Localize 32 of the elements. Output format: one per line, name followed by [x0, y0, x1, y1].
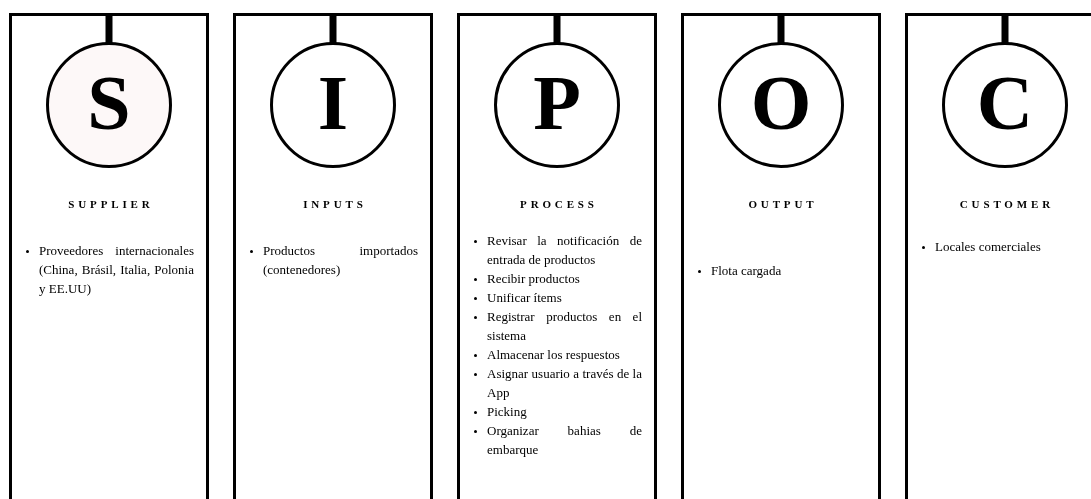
circle-letter: P — [533, 64, 581, 142]
bullet-item: Revisar la notificación de entrada de productos — [487, 232, 642, 269]
circle-letter: S — [87, 64, 131, 142]
bullet-item: Picking — [487, 403, 527, 421]
bullet-item: Flota cargada — [711, 262, 782, 280]
connector-stem — [777, 15, 785, 44]
bullet-item: Registrar productos en el sistema — [487, 308, 642, 345]
bullet-item: Unificar ítems — [487, 289, 562, 307]
connector-stem — [105, 15, 113, 44]
bullet-item: Almacenar los respuestos — [487, 346, 620, 364]
column-panel — [233, 13, 433, 499]
column-heading: PROCESS — [519, 197, 598, 212]
bullet-item: Organizar bahias de embarque — [487, 422, 642, 459]
column-heading: CUSTOMER — [958, 197, 1054, 212]
circle-letter: C — [976, 64, 1034, 142]
connector-stem — [1001, 15, 1009, 44]
column-panel — [457, 13, 657, 499]
connector-stem — [329, 15, 337, 44]
connector-stem — [553, 15, 561, 44]
column-heading: INPUTS — [302, 197, 367, 212]
bullet-item: Recibir productos — [487, 270, 580, 288]
bullet-item: Locales comerciales — [935, 238, 1041, 256]
circle-letter: O — [750, 64, 812, 142]
circle-letter: I — [317, 64, 349, 142]
column-panel — [905, 13, 1091, 499]
column-panel — [681, 13, 881, 499]
column-heading: SUPPLIER — [67, 197, 154, 212]
bullet-item: Productos importados (contenedores) — [263, 242, 418, 279]
bullet-item: Proveedores internacionales (China, Brásil, Italia, Polonia y EE.UU) — [39, 242, 194, 298]
column-heading: OUTPUT — [747, 197, 818, 212]
bullet-item: Asignar usuario a través de la App — [487, 365, 642, 402]
column-panel — [9, 13, 209, 499]
